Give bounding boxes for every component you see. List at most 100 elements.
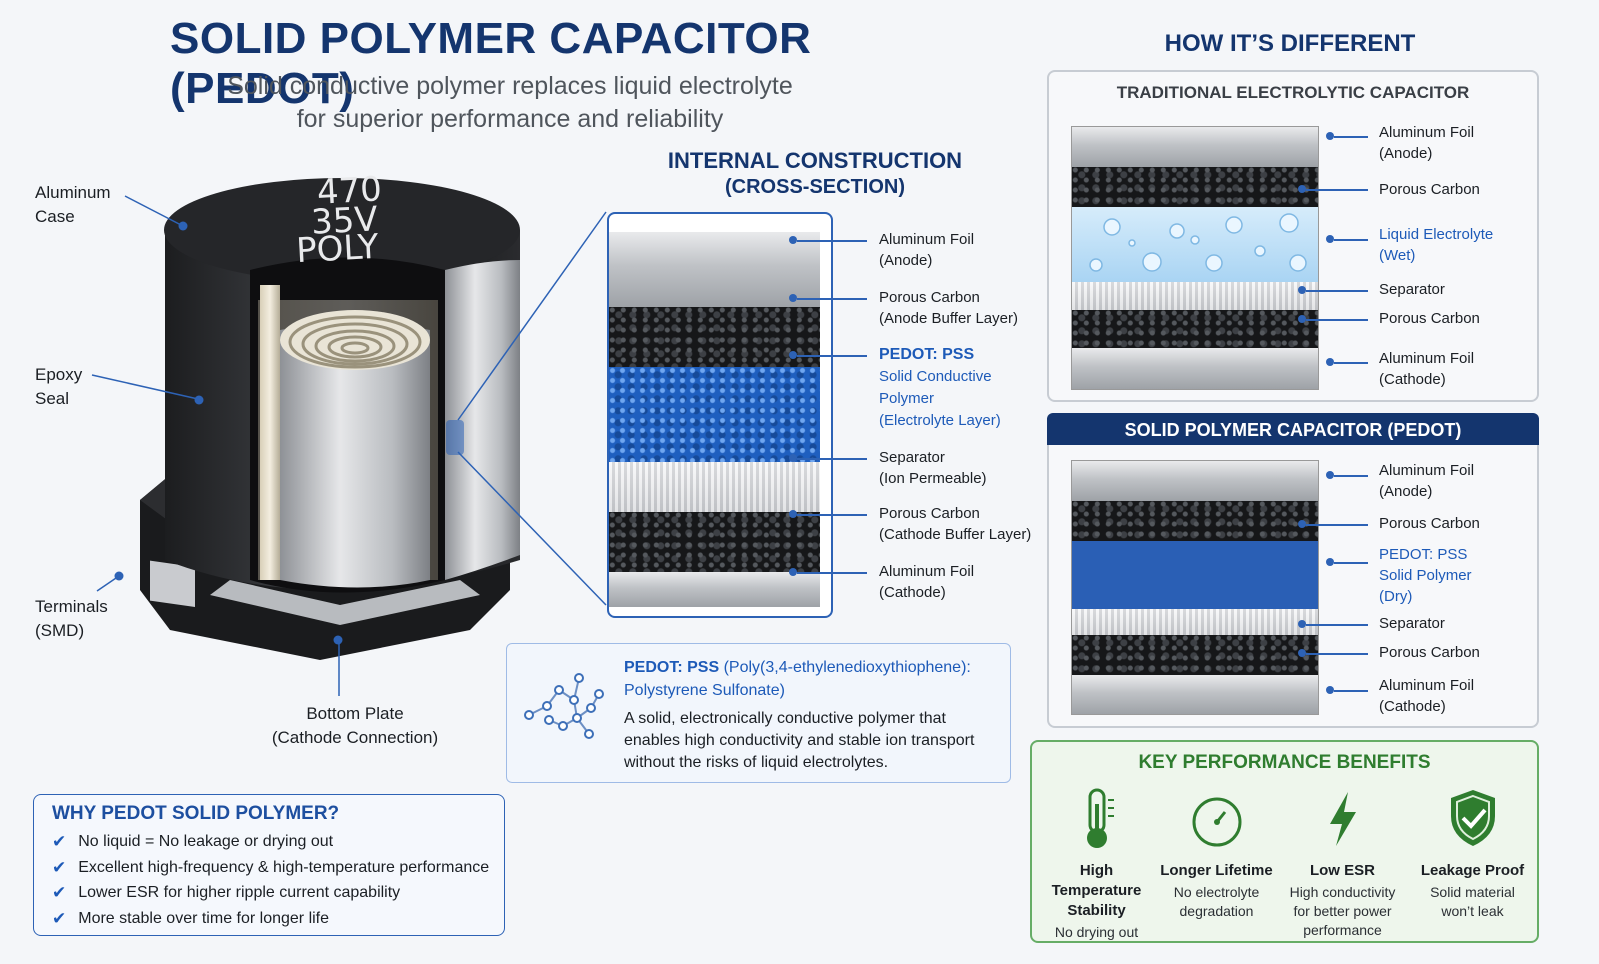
benefit-desc: High conductivity — [1289, 884, 1396, 900]
solid-label-carbon: Porous Carbon — [1379, 513, 1480, 534]
solid-stack — [1071, 460, 1319, 715]
benefit-desc: won’t leak — [1441, 903, 1504, 919]
different-title: HOW IT’S DIFFERENT — [1164, 30, 1416, 57]
label-epoxy-seal: Epoxy Seal — [35, 363, 82, 411]
label-bottom-plate: Bottom Plate (Cathode Connection) — [270, 702, 440, 750]
label-text: (Anode) — [1379, 483, 1433, 500]
trad-label-liquid: Liquid Electrolyte(Wet) — [1379, 224, 1493, 266]
solid-layer-separator — [1072, 609, 1318, 635]
label-text: Porous Carbon — [1379, 310, 1480, 327]
label-text: Aluminum Foil — [879, 231, 975, 248]
why-item: ✔ No liquid = No leakage or drying out — [52, 829, 489, 855]
why-pedot-box: WHY PEDOT SOLID POLYMER? ✔ No liquid = No… — [33, 794, 505, 936]
solid-layer-cathode — [1072, 675, 1318, 714]
label-text: Aluminum Foil — [1379, 677, 1475, 694]
pedot-info-desc: A solid, electronically conductive polym… — [624, 708, 974, 774]
solid-label-cathode: Aluminum Foil (Cathode) — [1379, 675, 1474, 717]
trad-layer-separator — [1072, 282, 1318, 310]
thermometer-icon — [1086, 788, 1114, 848]
trad-label-anode: Aluminum Foil (Anode) — [1379, 122, 1474, 164]
label-text: Separator — [1379, 281, 1445, 298]
label-text: Solid Polymer — [1379, 567, 1472, 584]
label-text: Porous Carbon — [1379, 515, 1480, 532]
benefit-desc: for better power — [1293, 903, 1392, 919]
label-text: PEDOT: PSS — [1379, 546, 1468, 563]
solid-panel — [1047, 445, 1539, 728]
benefit-title: Stability — [1067, 902, 1126, 919]
label-text: Separator — [1379, 615, 1445, 632]
pedot-fullname-2: Polystyrene Sulfonate) — [624, 682, 785, 699]
label-text: Aluminum Foil — [879, 563, 975, 580]
solid-panel-title: SOLID POLYMER CAPACITOR (PEDOT) — [1047, 413, 1539, 447]
construction-title: INTERNAL CONSTRUCTION (CROSS-SECTION) — [660, 148, 970, 199]
pedot-name: PEDOT: PSS — [624, 659, 720, 676]
pedot-info-box: PEDOT: PSS (Poly(3,4-ethylenedioxythioph… — [506, 643, 1011, 783]
capacitor-marking-1: 470 — [316, 169, 383, 212]
solid-label-anode: Aluminum Foil (Anode) — [1379, 460, 1474, 502]
label-text: Case — [35, 207, 75, 226]
label-text: Aluminum Foil — [1379, 462, 1475, 479]
label-text: (Anode Buffer Layer) — [879, 310, 1018, 327]
label-text: Aluminum Foil — [1379, 124, 1475, 141]
solid-layer-anode — [1072, 461, 1318, 501]
pedot-info-heading: PEDOT: PSS (Poly(3,4-ethylenedioxythioph… — [624, 656, 971, 702]
label-text: (Cathode) — [1379, 698, 1446, 715]
label-text: (Cathode Connection) — [271, 728, 439, 747]
why-item-text: Lower ESR for higher ripple current capa… — [78, 884, 401, 901]
clock-icon — [1192, 797, 1241, 847]
trad-layer-liquid — [1072, 207, 1318, 282]
trad-layer-carbon-2 — [1072, 310, 1318, 348]
layer-anode-foil — [609, 232, 820, 307]
label-text: Terminals — [35, 597, 108, 616]
label-text: (Anode) — [1379, 145, 1433, 162]
label-text: (Anode) — [879, 252, 933, 269]
benefit-desc: No drying out — [1054, 924, 1139, 940]
why-item: ✔ Lower ESR for higher ripple current cap… — [52, 880, 489, 906]
layer-cathode-foil — [609, 572, 820, 607]
trad-label-separator: Separator — [1379, 279, 1445, 300]
solid-label-separator: Separator — [1379, 613, 1445, 634]
label-text: Solid Conductive — [879, 368, 992, 385]
label-text: Seal — [35, 389, 70, 408]
label-text: (Wet) — [1379, 247, 1416, 264]
capacitor-illustration: 470 35V POLY — [114, 169, 520, 660]
label-text: Polymer — [879, 390, 935, 407]
why-title: WHY PEDOT SOLID POLYMER? — [52, 803, 340, 824]
label-text: Porous Carbon — [1379, 644, 1480, 661]
construction-label-pedot: PEDOT: PSS Solid Conductive Polymer (Ele… — [879, 344, 1001, 432]
trad-label-cathode: Aluminum Foil (Cathode) — [1379, 348, 1474, 390]
label-text: (SMD) — [35, 621, 85, 640]
why-list: ✔ No liquid = No leakage or drying out ✔E… — [52, 829, 489, 931]
label-text: Aluminum — [35, 183, 111, 202]
label-text: (Ion Permeable) — [879, 470, 987, 487]
label-text: Aluminum Foil — [1379, 350, 1475, 367]
label-text: (Electrolyte Layer) — [879, 412, 1001, 429]
label-text: Epoxy — [35, 365, 83, 384]
capacitor-marking-3: POLY — [295, 227, 380, 271]
shield-check-icon — [1450, 790, 1495, 846]
bubbles-icon — [1089, 213, 1307, 272]
layer-cathode-carbon — [609, 512, 820, 572]
why-item: ✔Excellent high-frequency & high-tempera… — [52, 855, 489, 881]
why-item-text: More stable over time for longer life — [78, 909, 330, 927]
trad-label-carbon-2: Porous Carbon — [1379, 308, 1480, 329]
check-icon: ✔ — [52, 832, 67, 851]
benefit-title: High Temperature — [1051, 862, 1142, 899]
subtitle-line-2: for superior performance and reliability — [296, 105, 724, 133]
lightning-icon — [1329, 792, 1356, 846]
desc-line: without the risks of liquid electrolytes… — [624, 754, 889, 771]
benefit-desc: degradation — [1179, 903, 1254, 919]
benefit-title: Longer Lifetime — [1160, 862, 1273, 879]
layer-anode-carbon — [609, 307, 820, 367]
label-text: (Cathode) — [1379, 371, 1446, 388]
why-item-text: No liquid = No leakage or drying out — [78, 833, 334, 850]
cross-section-stack — [607, 212, 833, 618]
trad-label-carbon: Porous Carbon — [1379, 179, 1480, 200]
label-aluminum-case: Aluminum Case — [35, 181, 111, 229]
check-icon: ✔ — [52, 883, 67, 902]
